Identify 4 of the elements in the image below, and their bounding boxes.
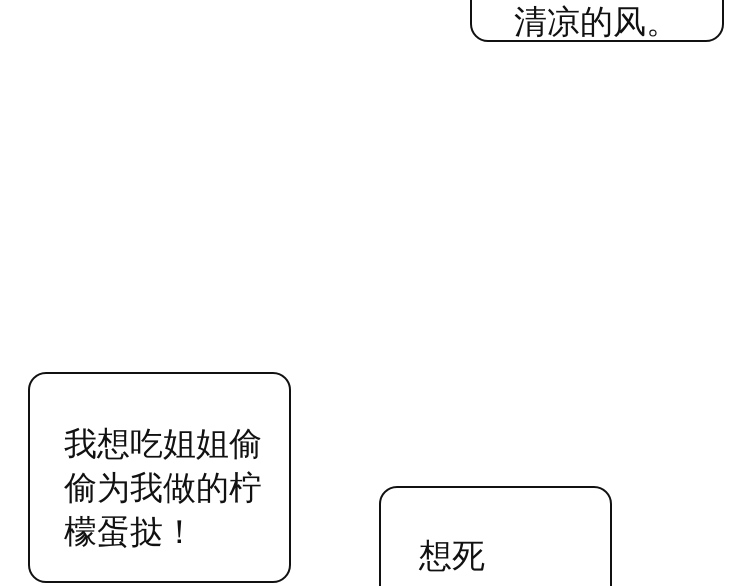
dialogue-text: 想死 xyxy=(419,535,486,577)
dialogue-text: 清凉的风。 xyxy=(514,1,680,43)
speech-box xyxy=(28,372,291,583)
dialogue-text: 我想吃姐姐偷偷为我做的柠檬蛋挞！ xyxy=(64,423,263,553)
